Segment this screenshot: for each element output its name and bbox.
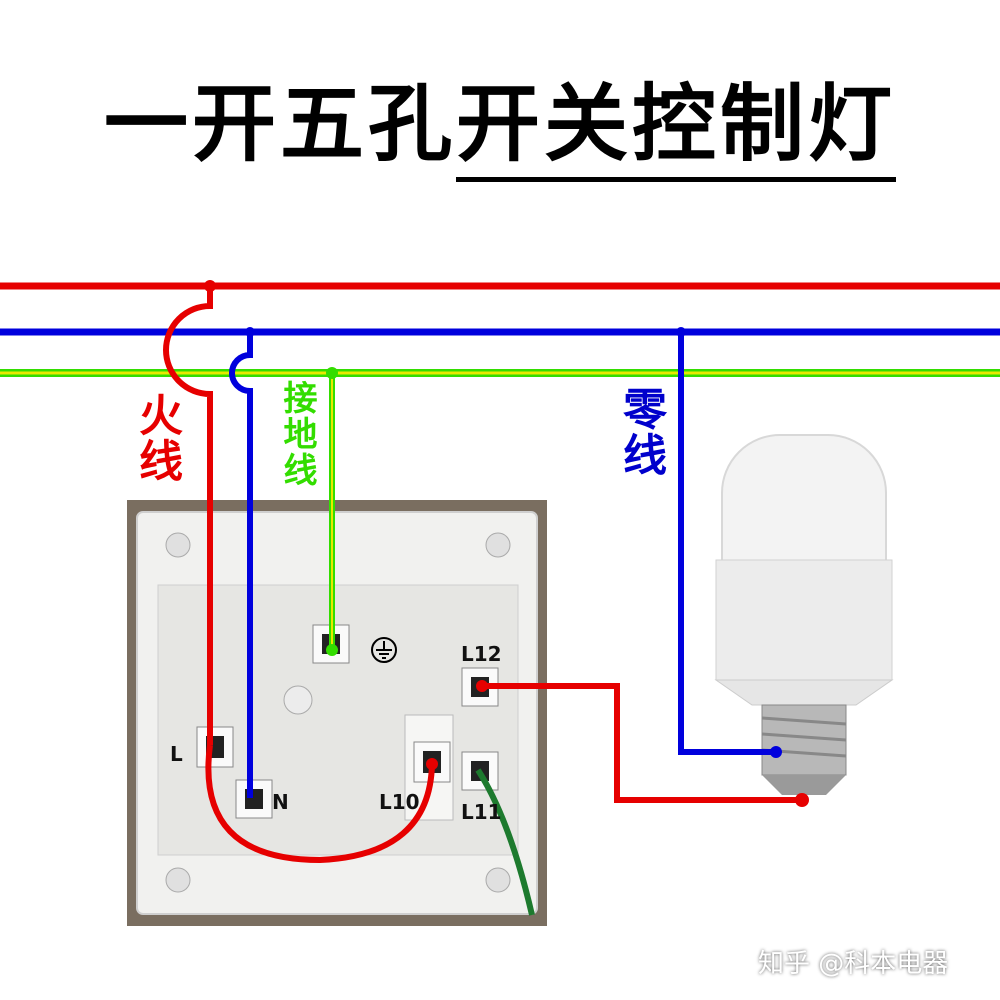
terminal-label-l11: L11 — [461, 800, 502, 824]
terminal-label-l: L — [170, 742, 183, 766]
terminal-screw — [196, 726, 234, 768]
title-part2: 开关控制灯 — [456, 75, 897, 182]
page-title: 一开五孔开关控制灯 — [0, 75, 1000, 182]
switch-panel — [127, 500, 547, 926]
terminal-label-n: N — [272, 790, 289, 814]
live-wire-label: 火线 — [131, 392, 182, 484]
switched-live-wire — [482, 683, 802, 803]
title-part1: 一开五孔 — [103, 75, 456, 173]
neutral-drop-wire — [229, 332, 253, 798]
live-jumper-wire — [205, 744, 435, 864]
terminal-label-l12: L12 — [461, 642, 502, 666]
terminal-label-l10: L10 — [379, 790, 420, 814]
terminal-screw — [461, 667, 499, 707]
neutral-bulb-wire — [678, 332, 776, 755]
live-drop-wire — [163, 286, 213, 745]
green-jumper-wire — [475, 768, 535, 916]
terminal-screw — [235, 779, 273, 819]
led-bulb-icon — [714, 434, 894, 795]
earth-ground-icon — [371, 637, 397, 663]
watermark: 知乎 @科本电器 — [758, 949, 949, 979]
neutral-wire-label: 零线 — [615, 386, 666, 478]
ground-wire-label: 接地线 — [277, 380, 317, 488]
